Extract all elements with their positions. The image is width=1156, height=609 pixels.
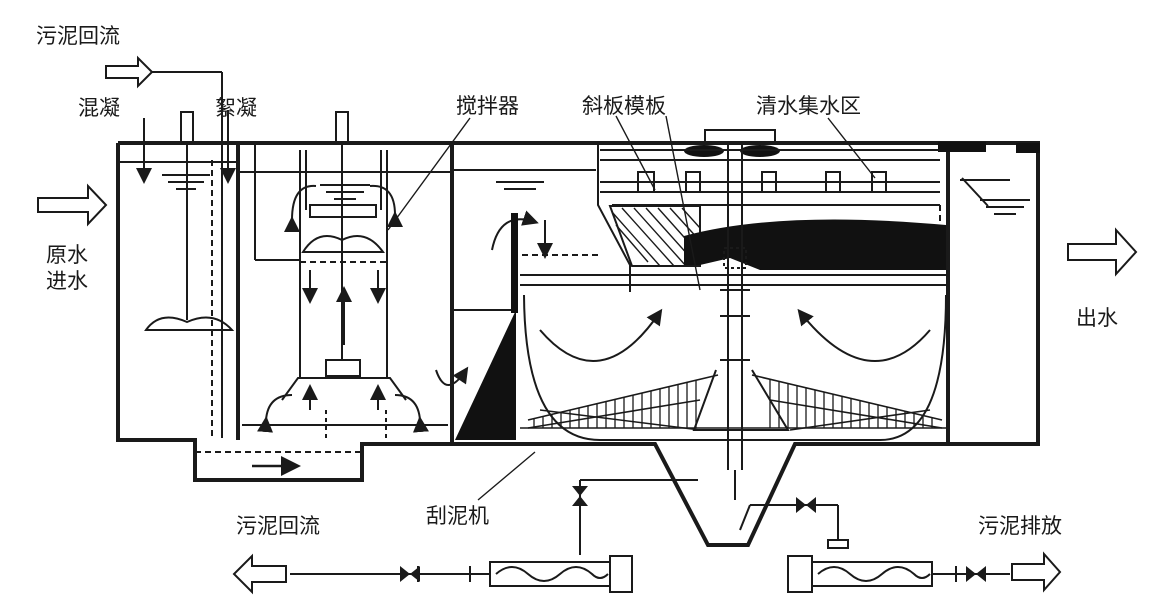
label-clear-water-zone: 清水集水区 — [756, 94, 861, 118]
label-sludge-return-bottom: 污泥回流 — [236, 514, 320, 538]
ramp-fill — [455, 310, 516, 440]
transition-chamber — [435, 169, 596, 386]
scraper-arms — [520, 374, 948, 431]
inclined-plate-zone — [520, 143, 948, 292]
label-coagulation: 混凝 — [78, 96, 120, 120]
sludge-return-arrow — [105, 55, 154, 89]
return-pipe-top — [152, 71, 223, 82]
coagulation-chamber — [120, 80, 236, 438]
label-flocculation: 絮凝 — [215, 96, 257, 120]
scraper-teeth — [533, 379, 933, 428]
label-inclined-plate: 斜板模板 — [582, 94, 666, 118]
label-scraper: 刮泥机 — [426, 504, 489, 528]
sludge-wedge — [684, 219, 946, 270]
label-mixer: 搅拌器 — [456, 94, 519, 118]
label-sludge-return-top: 污泥回流 — [36, 24, 120, 48]
flow-arrows — [37, 55, 1138, 595]
center-drive-cap — [704, 129, 776, 143]
outlet-arrow — [1067, 227, 1138, 277]
tank-walls — [116, 141, 1040, 547]
pipe-valves — [400, 486, 986, 582]
center-shaft — [692, 142, 790, 500]
sludge-return-bottom-arrow — [232, 553, 287, 595]
flocculation-chamber — [195, 111, 450, 453]
label-raw-water-inlet: 原水进水 — [46, 243, 88, 293]
settling-circulation — [523, 294, 947, 441]
bottom-piping — [290, 479, 1010, 593]
clear-water-collector — [600, 149, 1030, 215]
label-outlet: 出水 — [1076, 306, 1118, 330]
label-sludge-discharge: 污泥排放 — [978, 514, 1062, 538]
raw-water-inlet-arrow — [37, 183, 108, 227]
leader-lines — [387, 115, 876, 501]
baffle-wall — [511, 213, 518, 313]
sludge-discharge-arrow — [1011, 551, 1062, 593]
